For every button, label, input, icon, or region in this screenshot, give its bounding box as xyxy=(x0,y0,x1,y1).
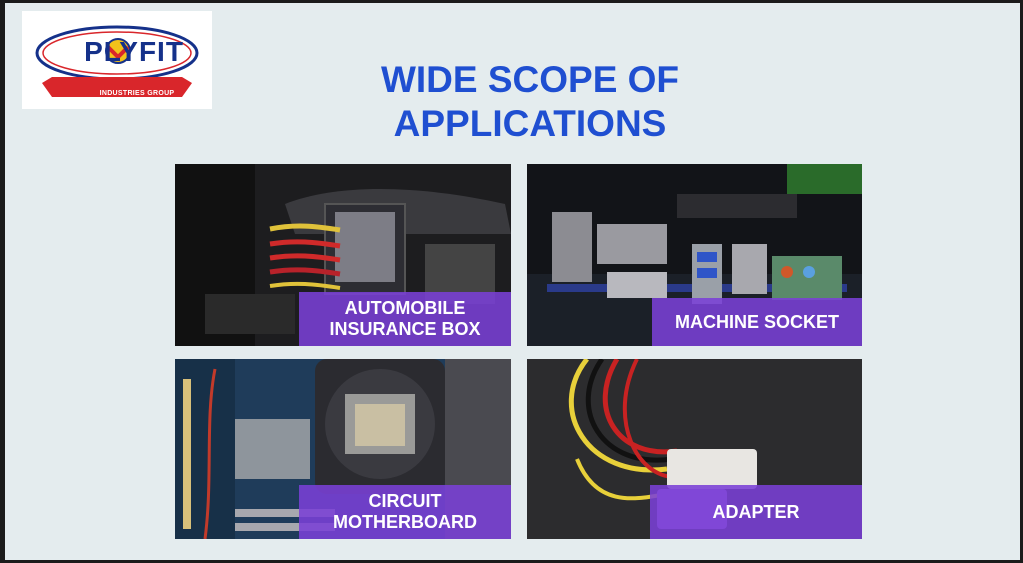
tile-caption: AUTOMOBILE INSURANCE BOX xyxy=(299,292,511,346)
page-title-line-2: APPLICATIONS xyxy=(393,103,667,144)
company-logo: PLYFIT INDUSTRIES GROUP xyxy=(22,11,212,109)
tile-caption-line-1: MACHINE SOCKET xyxy=(674,311,839,332)
tile-adapter: ADAPTER xyxy=(527,359,862,539)
tile-caption-line-2: INSURANCE BOX xyxy=(329,319,481,339)
logo-brand-name: PLYFIT xyxy=(84,36,184,67)
tile-caption-line-2: MOTHERBOARD xyxy=(333,512,477,532)
logo-tagline: INDUSTRIES GROUP xyxy=(99,90,175,97)
tile-caption: CIRCUIT MOTHERBOARD xyxy=(299,485,511,539)
tile-caption: MACHINE SOCKET xyxy=(652,298,862,346)
page-title-line-1: WIDE SCOPE OF xyxy=(380,59,680,100)
tile-machine-socket: MACHINE SOCKET xyxy=(527,164,862,346)
tile-caption-line-1: AUTOMOBILE xyxy=(344,298,466,318)
tile-caption: ADAPTER xyxy=(650,485,862,539)
tile-caption-line-1: CIRCUIT xyxy=(368,491,442,511)
page-title: WIDE SCOPE OF APPLICATIONS xyxy=(300,58,760,146)
tile-automobile-insurance-box: AUTOMOBILE INSURANCE BOX xyxy=(175,164,511,346)
tile-circuit-motherboard: CIRCUIT MOTHERBOARD xyxy=(175,359,511,539)
logo-emblem-icon xyxy=(35,25,199,97)
tile-caption-line-1: ADAPTER xyxy=(712,501,800,522)
